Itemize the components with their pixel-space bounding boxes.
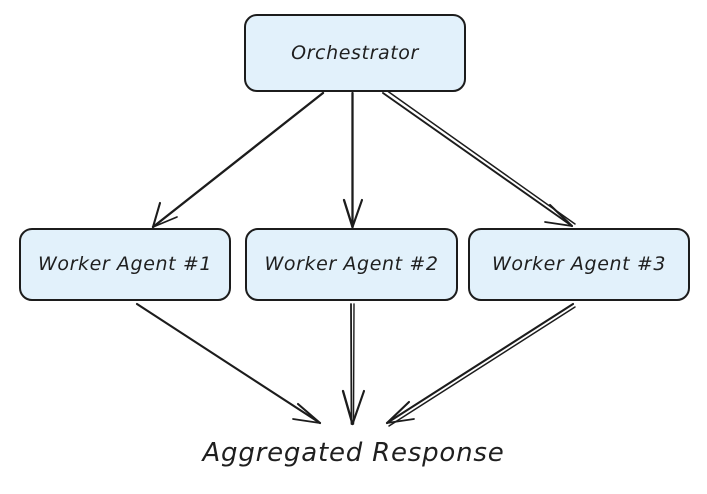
edge-worker-3-to-aggregated-response xyxy=(385,302,576,427)
node-worker-agent-1[interactable]: Worker Agent #1 xyxy=(19,228,231,301)
edge-worker-2-to-aggregated-response xyxy=(341,303,366,426)
edge-orchestrator-to-worker-3 xyxy=(382,89,576,228)
node-worker-agent-1-label: Worker Agent #1 xyxy=(37,253,213,275)
aggregated-response-label: Aggregated Response xyxy=(202,438,505,468)
node-worker-agent-2[interactable]: Worker Agent #2 xyxy=(245,228,458,301)
node-orchestrator[interactable]: Orchestrator xyxy=(244,14,466,92)
edge-orchestrator-to-worker-1 xyxy=(151,91,325,229)
node-worker-agent-2-label: Worker Agent #2 xyxy=(264,253,439,275)
edge-orchestrator-to-worker-2 xyxy=(342,91,364,229)
node-aggregated-response: Aggregated Response xyxy=(0,440,707,466)
node-worker-agent-3-label: Worker Agent #3 xyxy=(491,253,667,275)
node-worker-agent-3[interactable]: Worker Agent #3 xyxy=(468,228,690,301)
edge-worker-1-to-aggregated-response xyxy=(135,302,322,425)
node-orchestrator-label: Orchestrator xyxy=(291,41,419,64)
